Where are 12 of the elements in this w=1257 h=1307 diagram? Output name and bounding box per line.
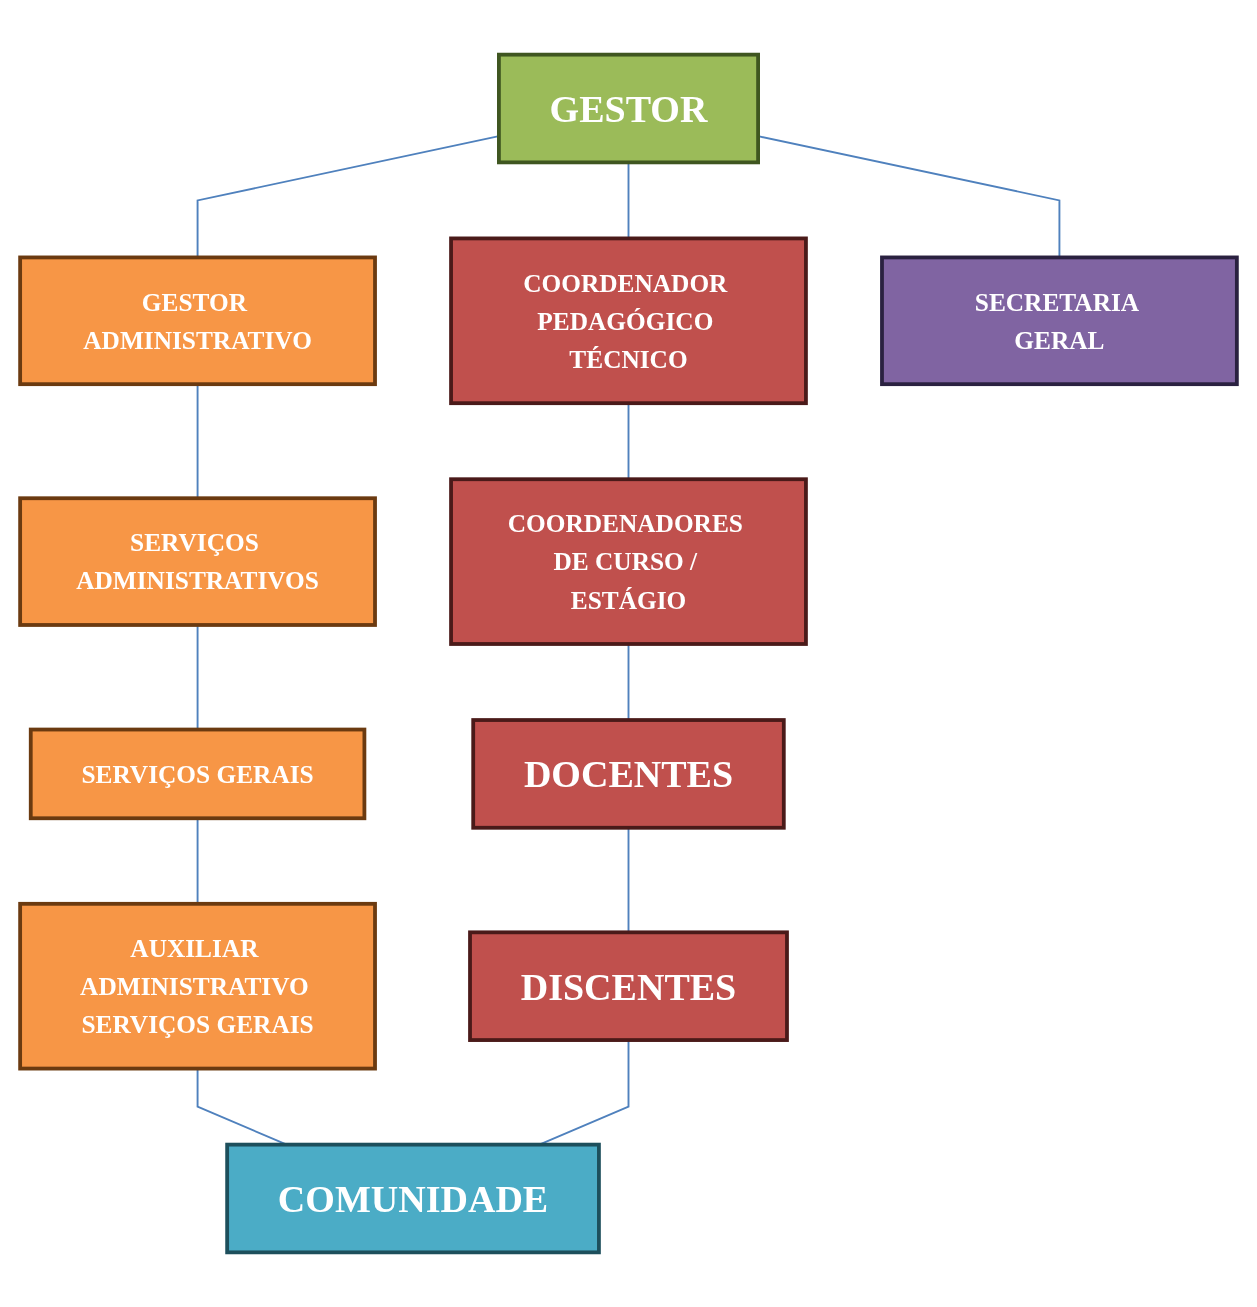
node-box: SERVIÇOS ADMINISTRATIVOS — [18, 496, 377, 627]
node-box: DISCENTES — [468, 930, 789, 1042]
connector — [627, 643, 630, 721]
node-box: COORDENADOR PEDAGÓGICO TÉCNICO — [449, 236, 808, 406]
node-box: GESTOR — [497, 52, 760, 165]
node-box: DOCENTES — [471, 718, 786, 830]
node-box: SECRETARIA GERAL — [880, 255, 1239, 387]
node-box: SERVIÇOS GERAIS — [28, 727, 367, 821]
node-box: COMUNIDADE — [225, 1142, 601, 1255]
node-box: COORDENADORES DE CURSO / ESTÁGIO — [449, 477, 808, 646]
node-box: GESTOR ADMINISTRATIVO — [18, 255, 377, 387]
node-box: AUXILIAR ADMINISTRATIVO SERVIÇOS GERAIS — [18, 901, 377, 1071]
